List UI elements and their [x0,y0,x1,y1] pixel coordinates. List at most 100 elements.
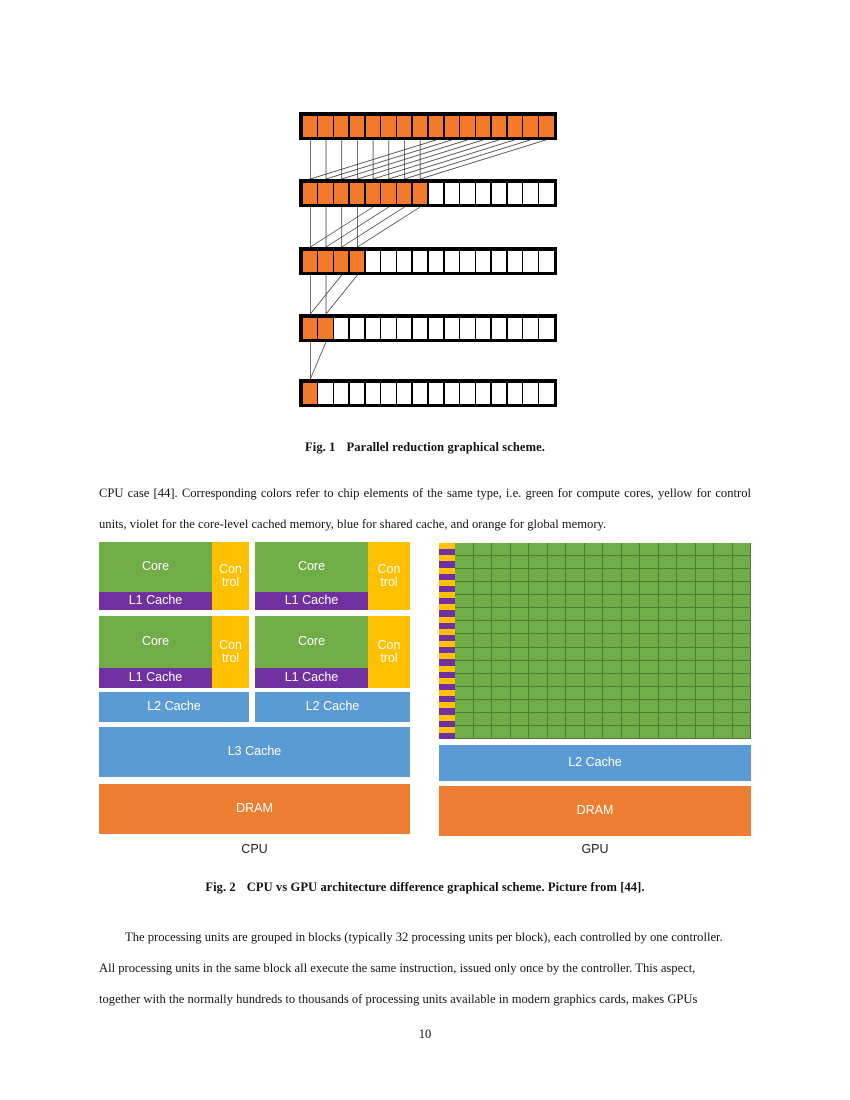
gpu-processing-unit [455,556,474,570]
gpu-processing-unit [547,582,566,596]
reduction-cell-empty [444,382,459,404]
reduction-cell-empty [381,382,396,404]
gpu-l1-cache-stripe [439,671,455,678]
gpu-processing-unit [510,569,529,583]
cpu-control-line1-3: Con [219,637,242,652]
gpu-processing-unit [492,686,511,700]
gpu-processing-unit [677,686,696,700]
paragraph-color-legend: CPU case [44]. Corresponding colors refe… [99,478,751,540]
gpu-processing-unit [732,712,751,726]
gpu-control-stripe [439,628,455,635]
reduction-connector [341,206,405,248]
gpu-processing-unit [584,699,603,713]
reduction-cell-empty [412,317,428,339]
reduction-cell-empty [460,250,475,272]
gpu-processing-unit [695,725,714,739]
gpu-processing-unit [621,608,640,622]
gpu-processing-unit [473,712,492,726]
gpu-processing-unit [566,712,585,726]
gpu-processing-unit [584,712,603,726]
gpu-processing-unit [658,569,677,583]
reduction-connector [388,139,515,180]
gpu-processing-unit [603,660,622,674]
gpu-processing-unit [640,673,659,687]
gpu-processing-unit [732,608,751,622]
paragraph-processing-units-line-2: All processing units in the same block a… [99,961,696,975]
gpu-processing-unit [510,634,529,648]
gpu-processing-unit [566,595,585,609]
reduction-cell-active [365,182,380,204]
reduction-cell-empty [491,382,507,404]
reduction-cell-active [349,115,365,137]
gpu-processing-unit [677,621,696,635]
gpu-processing-unit [566,556,585,570]
gpu-processing-unit [492,608,511,622]
gpu-processing-unit [547,543,566,557]
gpu-processing-unit [510,673,529,687]
gpu-processing-unit [695,595,714,609]
gpu-processing-unit [547,621,566,635]
gpu-processing-unit [529,725,548,739]
gpu-processing-unit [529,712,548,726]
cpu-dram: DRAM [99,784,410,834]
reduction-cell-active [318,115,333,137]
reduction-connector [420,139,546,180]
gpu-processing-unit [714,556,733,570]
gpu-l1-cache-stripe [439,573,455,580]
cpu-control-line1-2: Con [377,561,401,576]
gpu-processing-unit [695,673,714,687]
gpu-processing-unit [547,608,566,622]
gpu-processing-unit [603,569,622,583]
gpu-processing-unit [455,699,474,713]
gpu-processing-unit [547,686,566,700]
gpu-processing-unit [510,595,529,609]
gpu-processing-unit [695,699,714,713]
gpu-processing-unit [584,543,603,557]
reduction-cell-empty [365,382,380,404]
gpu-processing-unit [714,686,733,700]
gpu-processing-unit [732,582,751,596]
gpu-dram: DRAM [439,786,751,836]
cpu-l3-cache: L3 Cache [99,727,410,777]
gpu-processing-unit [529,699,548,713]
gpu-processing-unit [695,582,714,596]
gpu-processing-unit [658,673,677,687]
gpu-processing-unit [455,608,474,622]
gpu-processing-unit [510,543,529,557]
gpu-processing-unit [677,634,696,648]
gpu-processing-unit [677,569,696,583]
gpu-processing-unit [566,686,585,700]
gpu-processing-unit [640,543,659,557]
gpu-processing-unit [621,569,640,583]
reduction-cell-active [397,182,412,204]
gpu-processing-unit [492,725,511,739]
reduction-cell-empty [491,317,507,339]
cpu-control-line2-3: trol [221,651,240,665]
gpu-processing-unit [695,712,714,726]
reduction-cell-empty [523,250,538,272]
gpu-processing-unit [492,712,511,726]
gpu-l1-cache-stripe [439,610,455,617]
gpu-control-stripe [439,555,455,562]
gpu-processing-unit [492,543,511,557]
gpu-processing-unit [603,595,622,609]
gpu-l1-cache-stripe [439,732,455,739]
reduction-cell-empty [444,317,459,339]
reduction-cell-active [302,115,317,137]
gpu-processing-unit-grid [455,543,751,739]
gpu-processing-unit [714,621,733,635]
gpu-processing-unit [492,647,511,661]
reduction-cell-empty [349,382,365,404]
reduction-row [299,247,557,275]
gpu-processing-unit [621,647,640,661]
gpu-processing-unit [640,725,659,739]
gpu-l1-cache-stripe [439,598,455,605]
gpu-processing-unit [455,725,474,739]
gpu-processing-unit [455,569,474,583]
gpu-processing-unit [695,634,714,648]
gpu-processing-unit [621,621,640,635]
gpu-l1-cache-stripe [439,696,455,703]
gpu-processing-unit [492,634,511,648]
gpu-processing-unit [695,569,714,583]
